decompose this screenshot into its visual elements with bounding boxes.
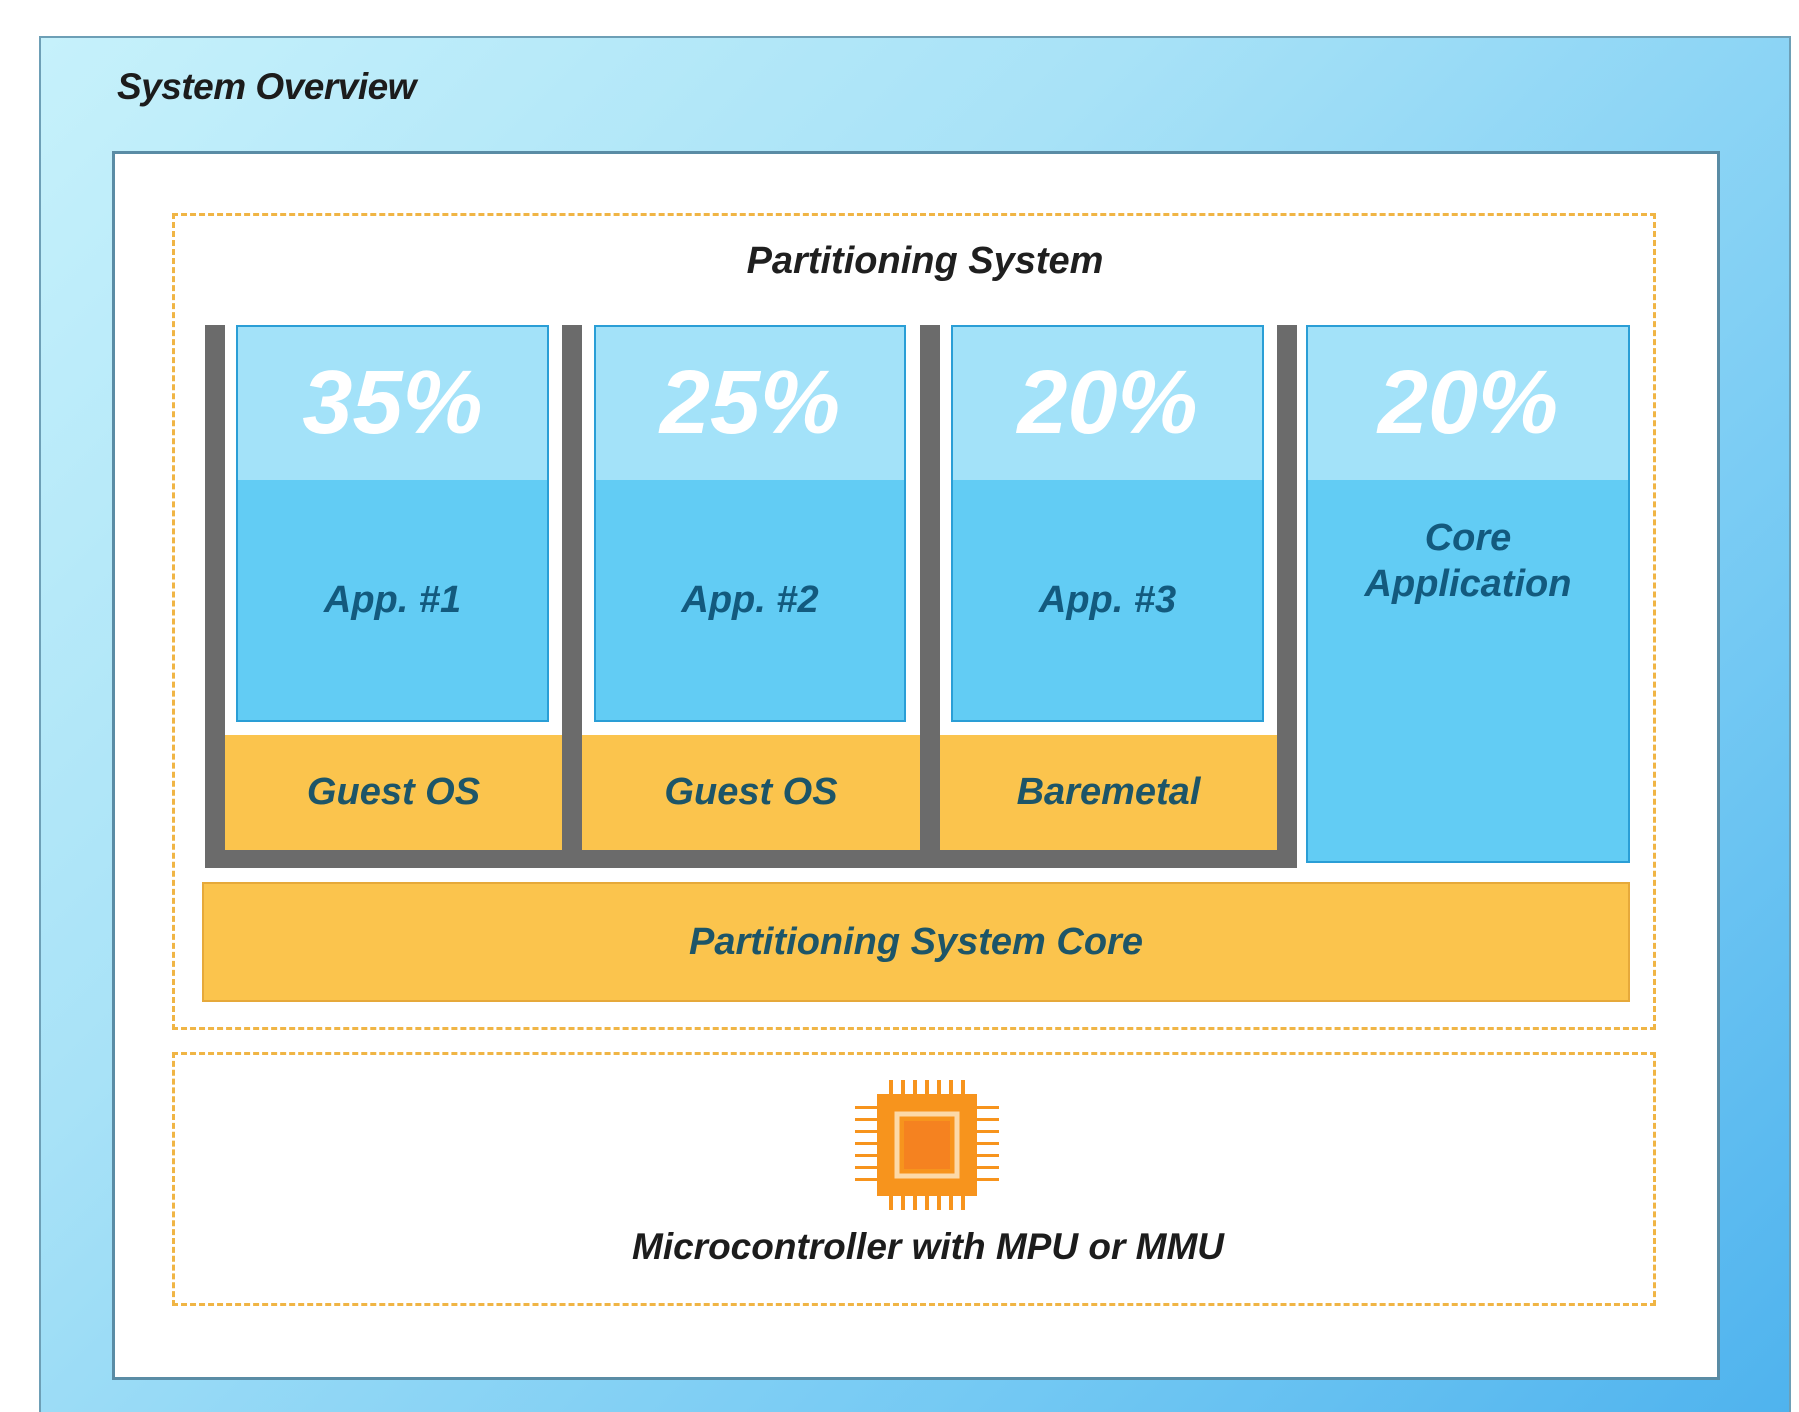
guest-os-block-1: Guest OS — [225, 735, 562, 850]
partitioning-system-core: Partitioning System Core — [202, 882, 1630, 1002]
partition-percent-3: 20% — [953, 327, 1262, 480]
partition-separator — [205, 325, 225, 868]
partition-separator — [562, 325, 582, 868]
partition-percent-1: 35% — [238, 327, 547, 480]
hardware-region — [172, 1052, 1656, 1306]
partition-separator — [1277, 325, 1297, 868]
guest-os-block-2: Guest OS — [582, 735, 920, 850]
app-partition-2: 25% App. #2 — [594, 325, 906, 722]
app-label-1: App. #1 — [323, 579, 462, 621]
app-partition-1: 35% App. #1 — [236, 325, 549, 722]
app-label-2: App. #2 — [681, 579, 819, 621]
microcontroller-chip-icon — [855, 1080, 999, 1210]
baremetal-block: Baremetal — [940, 735, 1277, 850]
app-label-3: App. #3 — [1038, 579, 1177, 621]
app-partition-3: 20% App. #3 — [951, 325, 1264, 722]
partitioning-system-title: Partitioning System — [746, 240, 1104, 282]
partition-base-bar — [205, 850, 1297, 868]
microcontroller-label: Microcontroller with MPU or MMU — [632, 1226, 1224, 1267]
partitioning-system-region — [172, 213, 1656, 1030]
partition-separator — [920, 325, 940, 868]
partition-percent-4: 20% — [1308, 327, 1628, 480]
core-application-label: Core Application — [1364, 516, 1572, 605]
core-application-partition: 20% Core Application — [1306, 325, 1630, 863]
system-overview-title: System Overview — [117, 66, 416, 107]
partition-percent-2: 25% — [596, 327, 904, 480]
